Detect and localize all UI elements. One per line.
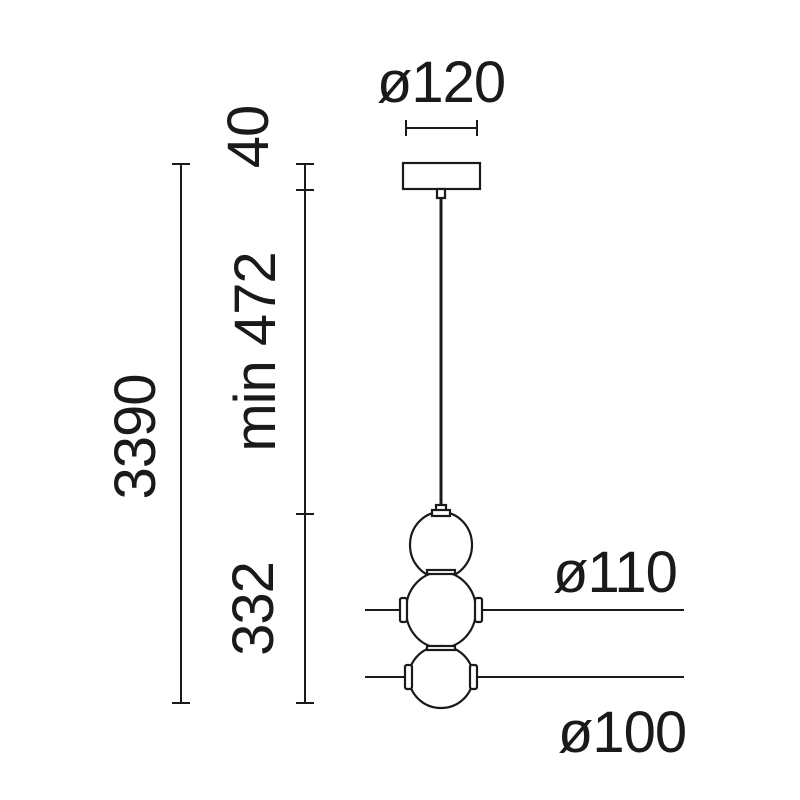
middle-sphere-ring-left <box>398 596 409 624</box>
canopy-cable-grip <box>435 187 447 200</box>
bottom-sphere-ring-right <box>468 663 479 691</box>
small-sphere-diameter-dimension: ø100 <box>365 676 687 765</box>
middle-sphere-ring-right <box>473 596 484 624</box>
large-sphere-diameter-label: ø110 <box>553 540 677 605</box>
pendant-lamp <box>398 161 484 710</box>
canopy-diameter-label: ø120 <box>377 50 505 115</box>
bottom-sphere-joint-top <box>425 644 457 652</box>
bottom-sphere <box>407 644 475 710</box>
middle-sphere-joint-top <box>425 568 457 576</box>
canopy-diameter-dimension: ø120 <box>377 50 506 136</box>
body-height-label: 332 <box>221 562 286 656</box>
bottom-sphere-ring-left <box>403 663 414 691</box>
canopy-height-label: 40 <box>216 106 281 169</box>
total-height-dimension: 3390 <box>103 163 190 704</box>
ceiling-canopy <box>401 161 482 191</box>
segmented-height-dimension: 40 min 472 332 <box>216 106 314 704</box>
total-height-label: 3390 <box>103 374 168 499</box>
middle-sphere <box>404 570 478 650</box>
small-sphere-diameter-label: ø100 <box>558 700 686 765</box>
cable-length-label: min 472 <box>223 252 288 451</box>
large-sphere-diameter-dimension: ø110 <box>365 540 684 611</box>
top-sphere-cap <box>430 508 452 518</box>
top-sphere <box>408 510 474 580</box>
